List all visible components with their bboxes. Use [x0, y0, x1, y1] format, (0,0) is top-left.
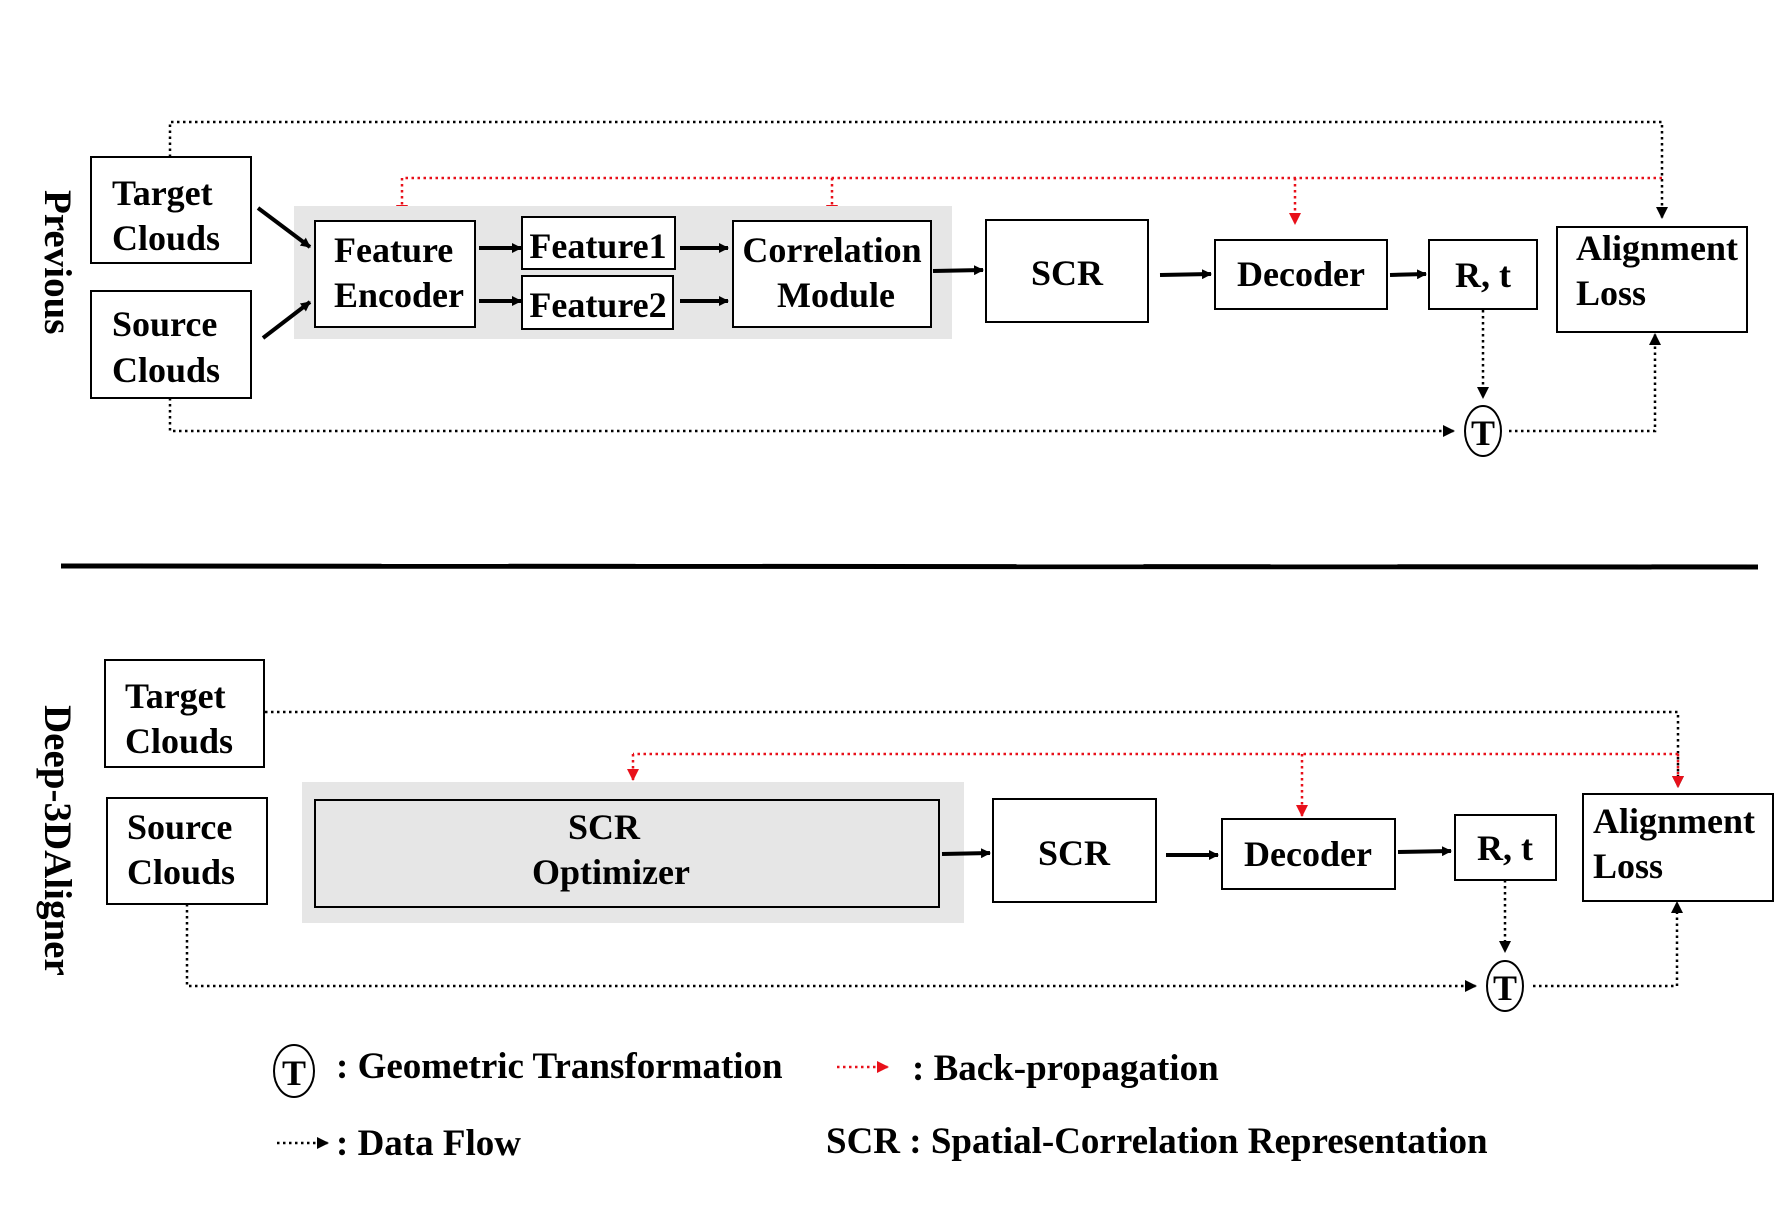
svg-text:Feature: Feature — [334, 230, 453, 270]
top-decoder-box: Decoder — [1214, 239, 1388, 310]
top-source-clouds-box: Source Clouds — [90, 290, 252, 399]
legend-backprop-label: : Back-propagation — [912, 1048, 1219, 1089]
top-feature-encoder-box: Feature Encoder — [314, 220, 476, 328]
top-target-clouds-box: Target Clouds — [90, 156, 252, 264]
legend-scr-definition: SCR : Spatial-Correlation Representation — [826, 1121, 1488, 1162]
svg-text:R, t: R, t — [1477, 828, 1533, 868]
bottom-transform-node: T — [1486, 960, 1524, 1012]
previous-pipeline: Previous Target Clouds Source Clouds Fea — [36, 120, 1748, 457]
top-feature1-box: Feature1 — [521, 216, 676, 270]
svg-text:Correlation: Correlation — [742, 230, 921, 270]
svg-text:Clouds: Clouds — [127, 852, 235, 892]
svg-text:Feature2: Feature2 — [529, 285, 666, 325]
svg-text:SCR: SCR — [1031, 253, 1104, 293]
bottom-decoder-box: Decoder — [1221, 818, 1396, 890]
top-scr-box: SCR — [985, 219, 1149, 323]
top-scr-to-decoder-arrow — [1159, 269, 1212, 280]
svg-text:T: T — [1493, 968, 1517, 1008]
svg-text:Target: Target — [112, 173, 213, 213]
svg-text:Alignment: Alignment — [1593, 801, 1755, 841]
bottom-scr-optimizer-box: SCR Optimizer — [314, 799, 940, 908]
top-source-to-transform-flow — [168, 398, 1455, 437]
bottom-target-clouds-box: Target Clouds — [104, 659, 265, 768]
bottom-target-to-loss-flow — [265, 710, 1684, 788]
svg-text:Source: Source — [112, 304, 217, 344]
previous-side-label: Previous — [36, 190, 79, 334]
svg-text:Clouds: Clouds — [112, 350, 220, 390]
bottom-optimizer-to-scr-arrow — [941, 848, 991, 859]
bottom-rt-box: R, t — [1454, 814, 1557, 881]
svg-text:Loss: Loss — [1576, 273, 1646, 313]
section-divider — [60, 563, 1759, 570]
legend-dataflow-label: : Data Flow — [336, 1123, 521, 1164]
deep3daligner-pipeline: Deep-3DAligner Target Clouds Source Clou… — [36, 659, 1774, 1012]
svg-text:Source: Source — [127, 807, 232, 847]
svg-text:Decoder: Decoder — [1237, 254, 1365, 294]
top-target-to-encoder-arrow — [256, 206, 312, 249]
top-target-to-loss-flow — [168, 120, 1668, 219]
top-source-to-encoder-arrow — [261, 300, 312, 340]
deep3daligner-side-label: Deep-3DAligner — [36, 705, 79, 976]
svg-text:T: T — [282, 1053, 306, 1093]
svg-text:Clouds: Clouds — [125, 721, 233, 761]
svg-text:Target: Target — [125, 676, 226, 716]
svg-text:Decoder: Decoder — [1244, 834, 1372, 874]
svg-text:Feature1: Feature1 — [529, 226, 666, 266]
legend-transform-symbol: T — [273, 1044, 315, 1098]
bottom-decoder-to-rt-arrow — [1397, 846, 1452, 857]
svg-text:Module: Module — [777, 275, 895, 315]
bottom-transform-to-loss-flow — [1533, 901, 1683, 988]
bottom-scr-box: SCR — [992, 798, 1157, 903]
top-correlation-to-scr-arrow — [932, 265, 984, 276]
top-rt-box: R, t — [1428, 239, 1538, 310]
legend-geometric-label: : Geometric Transformation — [336, 1046, 783, 1087]
bottom-source-clouds-box: Source Clouds — [106, 797, 268, 905]
top-correlation-module-box: Correlation Module — [732, 220, 932, 328]
svg-text:SCR: SCR — [568, 807, 641, 847]
top-alignment-loss-box: Alignment Loss — [1556, 226, 1748, 333]
svg-text:Alignment: Alignment — [1576, 228, 1738, 268]
top-transform-to-loss-flow — [1509, 333, 1661, 433]
svg-text:Optimizer: Optimizer — [532, 852, 690, 892]
svg-text:T: T — [1471, 413, 1495, 453]
svg-text:Clouds: Clouds — [112, 218, 220, 258]
bottom-alignment-loss-box: Alignment Loss — [1582, 793, 1774, 902]
svg-text:Loss: Loss — [1593, 846, 1663, 886]
top-feature2-box: Feature2 — [521, 275, 674, 330]
top-transform-node: T — [1464, 405, 1502, 457]
svg-text:Encoder: Encoder — [334, 275, 464, 315]
svg-text:R, t: R, t — [1455, 255, 1511, 295]
top-decoder-to-rt-arrow — [1389, 269, 1427, 280]
svg-text:SCR: SCR — [1038, 833, 1111, 873]
legend: T : Geometric Transformation : Back-prop… — [273, 1044, 1488, 1164]
